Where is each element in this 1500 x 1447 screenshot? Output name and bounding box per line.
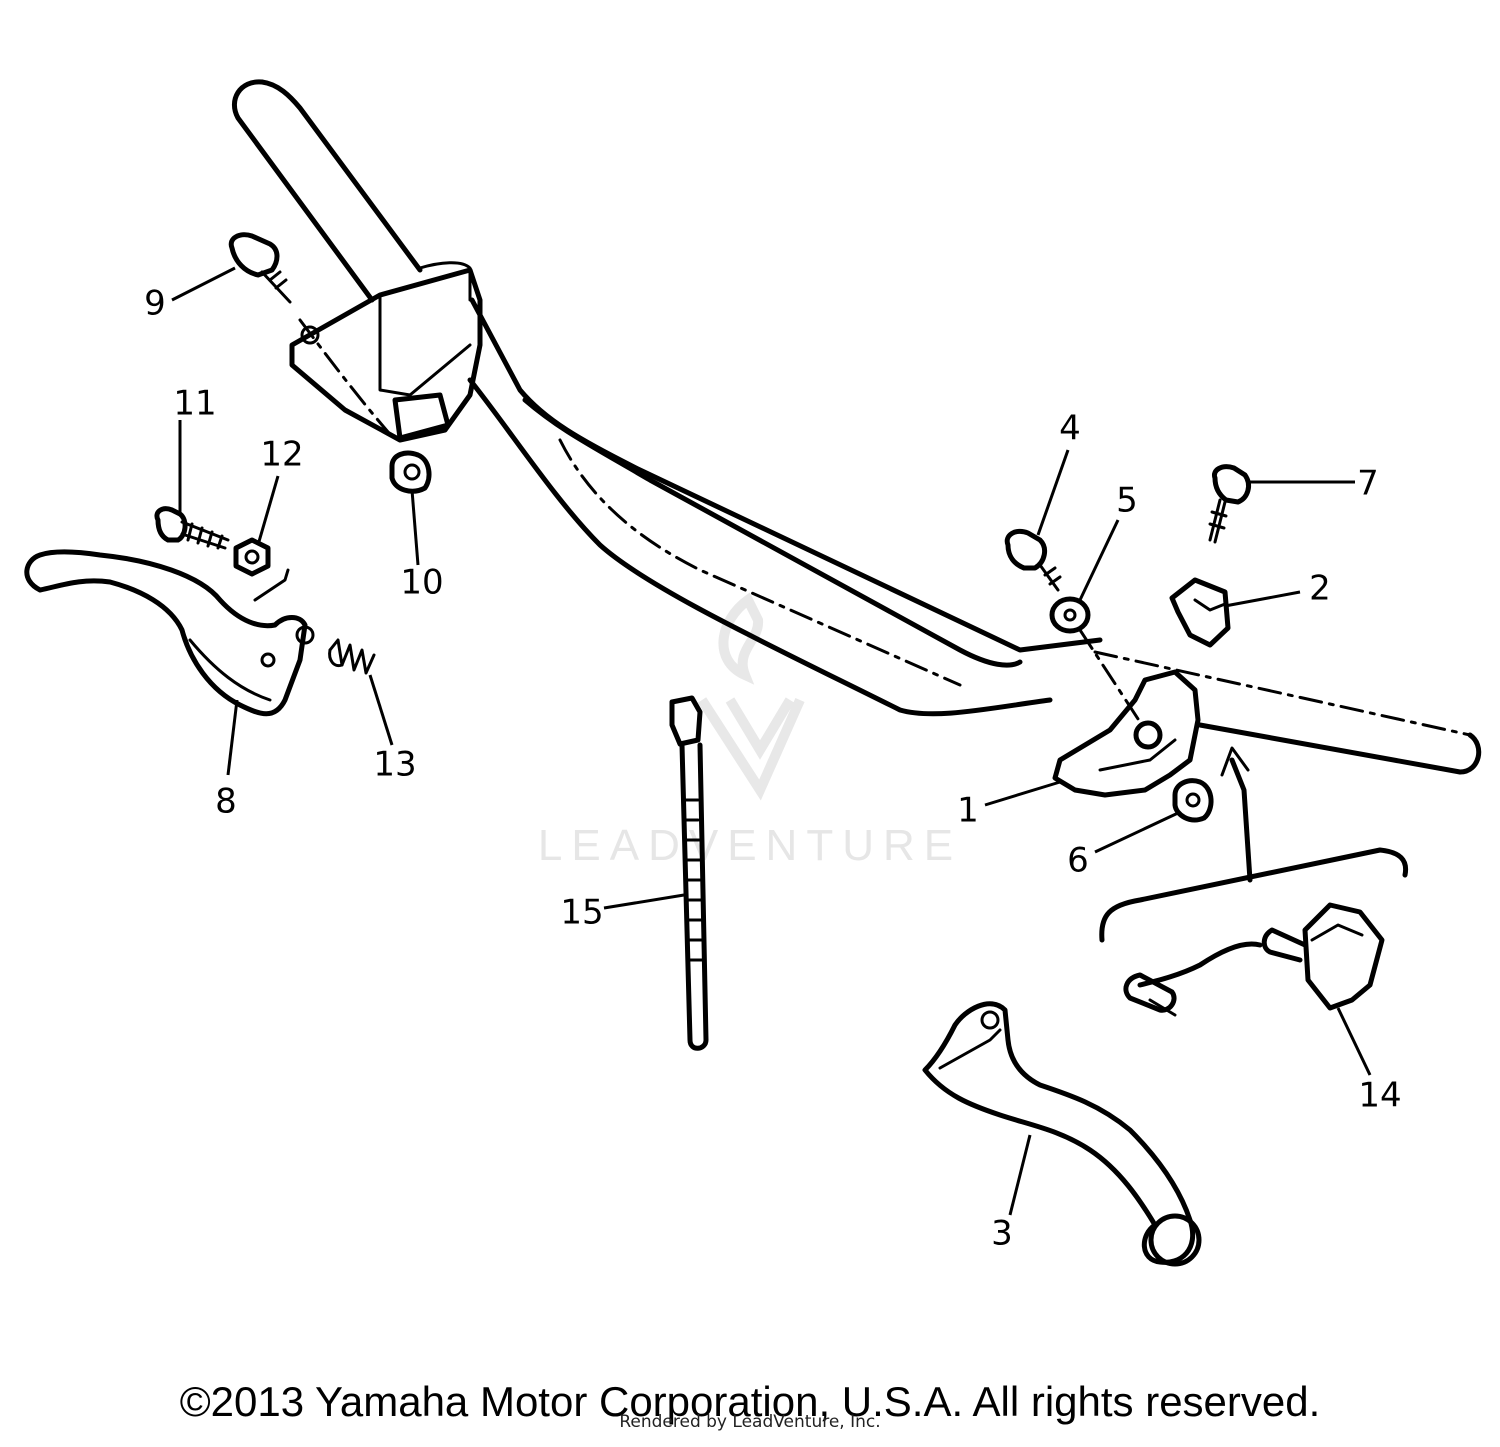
rendered-by-notice: Rendered by LeadVenture, Inc. (619, 1412, 881, 1432)
part-10-nut (389, 450, 432, 494)
callout-9: 9 (144, 284, 166, 324)
callout-11: 11 (173, 384, 216, 424)
part-1-holder (1052, 628, 1201, 798)
callout-14: 14 (1358, 1076, 1401, 1116)
part-6-nut (1172, 778, 1214, 823)
callout-1: 1 (957, 791, 979, 831)
part-13-spring (328, 638, 376, 675)
callout-10: 10 (400, 563, 443, 603)
part-11-bolt (154, 506, 230, 550)
callout-6: 6 (1067, 841, 1089, 881)
callout-7: 7 (1357, 464, 1379, 504)
callout-5: 5 (1116, 481, 1138, 521)
leader-lines (171, 266, 1372, 1216)
copyright-notice: ©2013 Yamaha Motor Corporation, U.S.A. A… (179, 1378, 1321, 1425)
part-15-cable-tie (669, 695, 709, 1051)
watermark: LEADVENTURE (538, 592, 962, 870)
part-14-switch (1123, 902, 1385, 1017)
part-7-bolt (1208, 464, 1251, 544)
watermark-logo-icon (697, 592, 805, 801)
part-9-bolt (228, 232, 292, 304)
callout-2: 2 (1309, 569, 1331, 609)
callout-4: 4 (1059, 409, 1081, 449)
callouts: 9 11 12 10 8 13 4 5 7 2 1 6 15 14 3 (144, 284, 1401, 1254)
left-perch-assembly (289, 261, 483, 443)
callout-8: 8 (215, 782, 237, 822)
handlebar (231, 79, 1482, 775)
callout-12: 12 (260, 435, 303, 475)
callout-15: 15 (560, 893, 603, 933)
part-4-bolt (1004, 528, 1062, 592)
part-8-lever (24, 549, 315, 717)
callout-13: 13 (373, 745, 416, 785)
callout-3: 3 (991, 1214, 1013, 1254)
inset-bracket (1099, 746, 1409, 943)
part-12-nut (233, 537, 271, 577)
part-5-washer (1049, 596, 1091, 634)
part-2-clamp (1169, 577, 1231, 648)
part-3-lever (922, 1001, 1202, 1267)
watermark-text: LEADVENTURE (538, 821, 962, 870)
